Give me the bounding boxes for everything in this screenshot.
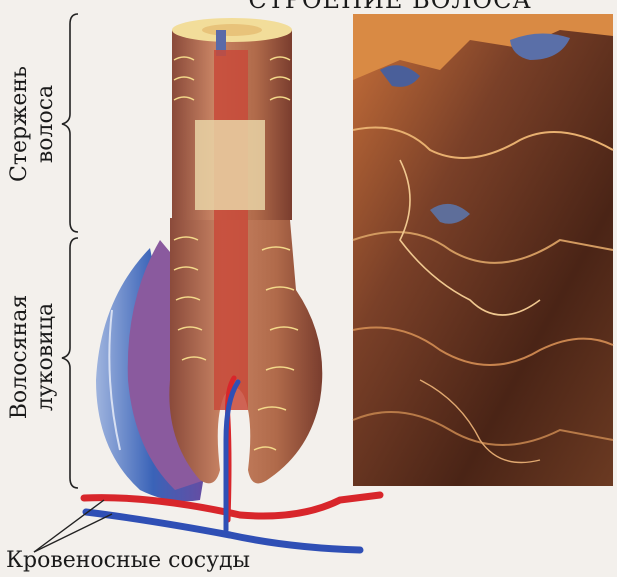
bulb-label: Волосяная луковица xyxy=(7,267,63,447)
vessels-pointer xyxy=(34,500,112,552)
shaft-label: Стержень волоса xyxy=(7,49,63,199)
shaft-bracket xyxy=(62,14,78,232)
vessels-label: Кровеносные сосуды xyxy=(6,548,250,573)
hair-follicle-illustration xyxy=(96,18,322,501)
bulb-bracket xyxy=(62,238,78,488)
hair-cuticle-micrograph xyxy=(353,14,613,486)
